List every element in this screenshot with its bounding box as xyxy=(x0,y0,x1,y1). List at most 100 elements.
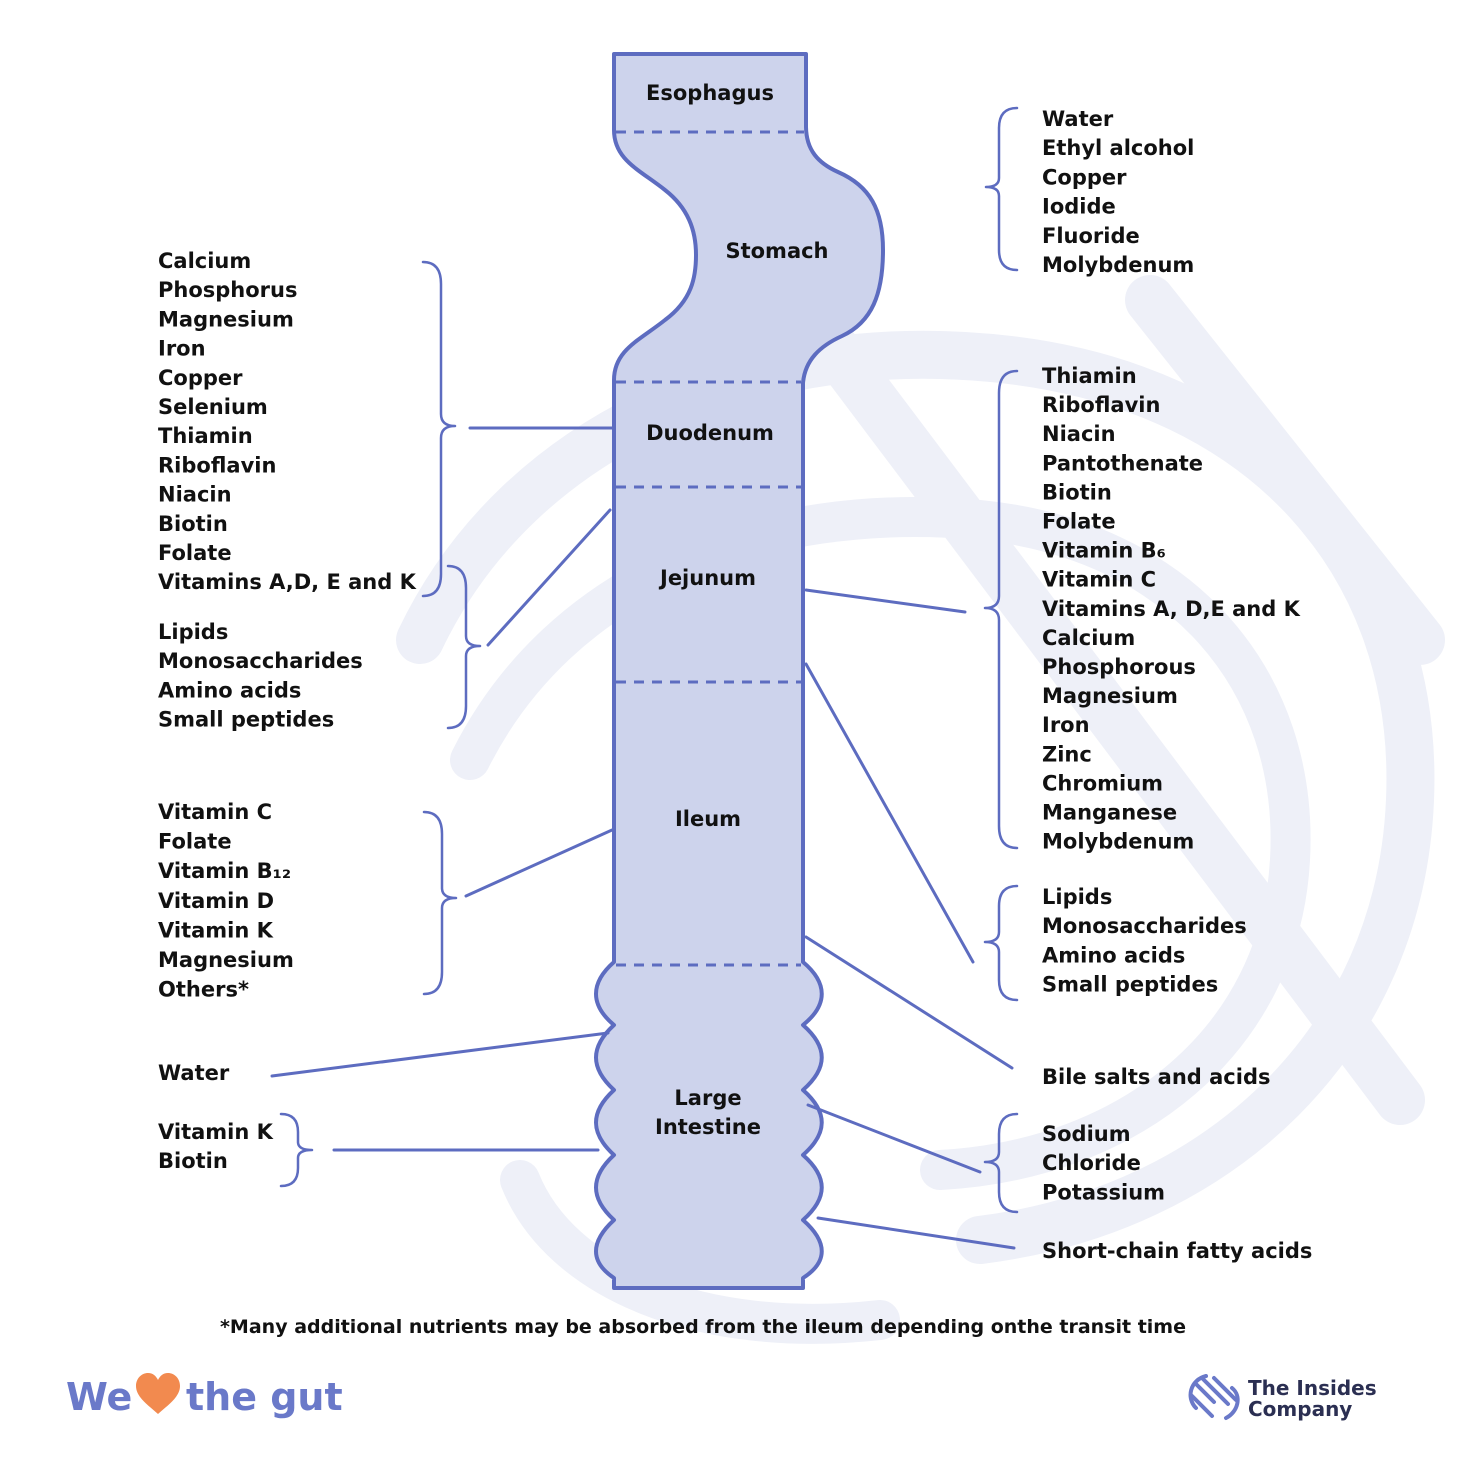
nutrient-item: Phosphorus xyxy=(158,278,297,302)
bracket-jejunum-right xyxy=(983,369,1019,850)
nutrient-item: Calcium xyxy=(158,249,251,273)
nutrient-item: Amino acids xyxy=(158,678,301,702)
nutrient-item: Copper xyxy=(1042,165,1127,189)
segment-label-large-intestine-2: Intestine xyxy=(655,1115,761,1139)
nutrient-item: Molybdenum xyxy=(1042,253,1194,277)
nutrient-item: Biotin xyxy=(1042,480,1112,504)
nutrient-item: Copper xyxy=(158,366,243,390)
nutrient-item: Zinc xyxy=(1042,742,1092,766)
nutrient-item: Water xyxy=(158,1061,230,1085)
digestive-tract xyxy=(594,52,885,1290)
bracket-ileum-right xyxy=(983,884,1019,1002)
connector-ileum-right xyxy=(804,662,975,964)
connector-jejunum-left xyxy=(486,508,612,647)
nutrient-item: Sodium xyxy=(1042,1122,1131,1146)
nutrient-item: Short-chain fatty acids xyxy=(1042,1239,1312,1263)
nutrient-item: Vitamin C xyxy=(1042,568,1156,592)
bracket-large-electrolytes xyxy=(983,1112,1019,1214)
nutrient-item: Pantothenate xyxy=(1042,451,1203,475)
nutrient-item: Vitamin K xyxy=(158,1120,274,1144)
nutrient-item: Riboflavin xyxy=(158,453,276,477)
nutrient-item: Biotin xyxy=(158,1149,228,1173)
nutrient-item: Small peptides xyxy=(158,708,334,732)
nutrient-list-duodenum: CalciumPhosphorusMagnesiumIronCopperSele… xyxy=(158,249,417,594)
nutrient-item: Vitamins A,D, E and K xyxy=(158,570,417,594)
nutrient-item: Magnesium xyxy=(158,948,294,972)
nutrient-item: Vitamin B₁₂ xyxy=(158,859,291,883)
nutrient-item: Vitamin B₆ xyxy=(1042,539,1166,563)
footnote: *Many additional nutrients may be absorb… xyxy=(220,1316,1186,1338)
nutrient-item: Niacin xyxy=(158,483,232,507)
segment-label-jejunum: Jejunum xyxy=(658,566,756,590)
nutrient-item: Fluoride xyxy=(1042,224,1140,248)
nutrient-list-scfa: Short-chain fatty acids xyxy=(1042,1239,1312,1263)
bracket-stomach xyxy=(984,106,1019,272)
connector-bile xyxy=(804,935,1014,1070)
nutrient-item: Others* xyxy=(158,978,249,1002)
nutrient-item: Lipids xyxy=(1042,885,1112,909)
nutrient-item: Folate xyxy=(158,830,232,854)
segment-label-stomach: Stomach xyxy=(725,239,828,263)
nutrient-item: Vitamin D xyxy=(158,889,274,913)
segment-label-esophagus: Esophagus xyxy=(646,81,774,105)
nutrient-item: Calcium xyxy=(1042,626,1135,650)
nutrient-list-jejunum-right: ThiaminRiboflavinNiacinPantothenateBioti… xyxy=(1042,364,1301,854)
nutrient-item: Magnesium xyxy=(158,307,294,331)
nutrient-item: Potassium xyxy=(1042,1180,1165,1204)
segment-label-large-intestine: Large xyxy=(674,1086,741,1110)
connector-jejunum-right xyxy=(804,588,967,614)
nutrient-item: Molybdenum xyxy=(1042,830,1194,854)
heart-icon xyxy=(136,1373,180,1414)
nutrient-item: Magnesium xyxy=(1042,684,1178,708)
nutrient-item: Lipids xyxy=(158,620,228,644)
nutrient-list-bile: Bile salts and acids xyxy=(1042,1065,1271,1089)
bracket-large-vitamins xyxy=(279,1112,314,1188)
nutrient-item: Vitamin C xyxy=(158,800,272,824)
connector-ileum-left xyxy=(464,828,614,898)
connector-scfa xyxy=(816,1216,1016,1250)
nutrient-item: Bile salts and acids xyxy=(1042,1065,1271,1089)
brand-the-gut: the gut xyxy=(186,1375,343,1419)
nutrient-item: Biotin xyxy=(158,512,228,536)
nutrient-item: Vitamins A, D,E and K xyxy=(1042,597,1301,621)
nutrient-item: Water xyxy=(1042,107,1114,131)
nutrient-item: Chloride xyxy=(1042,1151,1141,1175)
nutrient-item: Phosphorous xyxy=(1042,655,1196,679)
nutrient-item: Manganese xyxy=(1042,801,1177,825)
nutrient-item: Iron xyxy=(1042,713,1090,737)
nutrient-item: Iron xyxy=(158,337,206,361)
connector-large-water xyxy=(270,1031,610,1078)
nutrient-item: Folate xyxy=(1042,510,1116,534)
nutrient-list-large-vitamins: Vitamin K Biotin xyxy=(158,1120,274,1173)
nutrient-item: Riboflavin xyxy=(1042,393,1160,417)
bracket-ileum-left xyxy=(422,810,458,996)
segment-label-ileum: Ileum xyxy=(675,807,741,831)
bracket-duodenum xyxy=(421,260,457,598)
nutrient-item: Niacin xyxy=(1042,422,1116,446)
nutrient-list-large-water: Water xyxy=(158,1061,230,1085)
connector-large-electrolytes xyxy=(806,1103,982,1174)
nutrient-item: Iodide xyxy=(1042,195,1116,219)
nutrient-item: Thiamin xyxy=(158,424,253,448)
insides-logo-icon xyxy=(1188,1374,1240,1420)
brand-we-love-the-gut: We the gut xyxy=(66,1373,343,1419)
brand-insides-company: The Insides Company xyxy=(1188,1374,1377,1421)
nutrient-item: Small peptides xyxy=(1042,973,1218,997)
nutrient-item: Thiamin xyxy=(1042,364,1137,388)
brand-line-1: The Insides xyxy=(1248,1376,1377,1400)
segment-label-duodenum: Duodenum xyxy=(646,421,774,445)
nutrient-item: Chromium xyxy=(1042,771,1163,795)
brand-we: We xyxy=(66,1375,132,1419)
nutrient-item: Folate xyxy=(158,541,232,565)
nutrient-item: Selenium xyxy=(158,395,268,419)
bracket-jejunum-left xyxy=(446,564,482,730)
nutrient-item: Vitamin K xyxy=(158,918,274,942)
nutrient-item: Ethyl alcohol xyxy=(1042,136,1194,160)
brand-line-2: Company xyxy=(1248,1397,1352,1421)
